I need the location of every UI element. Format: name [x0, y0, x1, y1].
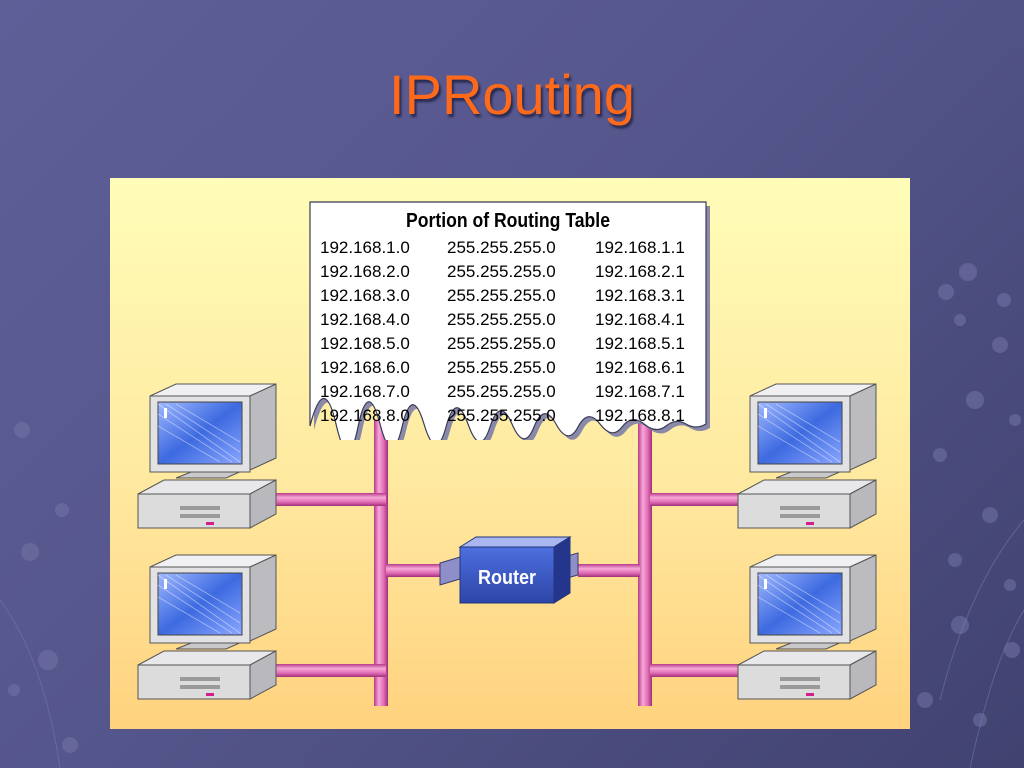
computer-bottom-left — [137, 554, 277, 700]
gateway-address: 192.168.7.1 — [595, 382, 685, 401]
computer-top-right — [737, 383, 877, 529]
routing-table-paper — [309, 201, 710, 440]
right-network-bus — [638, 420, 652, 706]
network-address: 192.168.3.0 — [320, 286, 410, 305]
cable-top-left — [268, 493, 386, 506]
cable-router-left — [386, 564, 442, 577]
router-label: Router — [477, 567, 536, 589]
subnet-mask: 255.255.255.0 — [447, 238, 556, 257]
network-address: 192.168.5.0 — [320, 334, 410, 353]
gateway-address: 192.168.4.1 — [595, 310, 685, 329]
gateway-address: 192.168.1.1 — [595, 238, 685, 257]
gateway-address: 192.168.8.1 — [595, 406, 685, 425]
network-address: 192.168.2.0 — [320, 262, 410, 281]
network-address: 192.168.8.0 — [320, 406, 410, 425]
computer-top-left — [137, 383, 277, 529]
router-icon — [439, 536, 579, 604]
left-network-bus — [374, 420, 388, 706]
subnet-mask: 255.255.255.0 — [447, 262, 556, 281]
subnet-mask: 255.255.255.0 — [447, 310, 556, 329]
network-address: 192.168.4.0 — [320, 310, 410, 329]
cable-router-right — [578, 564, 640, 577]
cable-bottom-left — [268, 664, 386, 677]
subnet-mask: 255.255.255.0 — [447, 286, 556, 305]
gateway-address: 192.168.3.1 — [595, 286, 685, 305]
routing-table: Portion of Routing Table 192.168.1.0 255.… — [308, 200, 713, 440]
network-address: 192.168.7.0 — [320, 382, 410, 401]
cable-bottom-right — [650, 664, 744, 677]
subnet-mask: 255.255.255.0 — [447, 382, 556, 401]
gateway-address: 192.168.6.1 — [595, 358, 685, 377]
routing-table-title: Portion of Routing Table — [405, 210, 610, 232]
slide-title: IPRouting — [389, 63, 635, 126]
cable-top-right — [650, 493, 744, 506]
subnet-mask: 255.255.255.0 — [447, 406, 556, 425]
gateway-address: 192.168.5.1 — [595, 334, 685, 353]
computer-bottom-right — [737, 554, 877, 700]
gateway-address: 192.168.2.1 — [595, 262, 685, 281]
network-address: 192.168.1.0 — [320, 238, 410, 257]
subnet-mask: 255.255.255.0 — [447, 334, 556, 353]
subnet-mask: 255.255.255.0 — [447, 358, 556, 377]
network-address: 192.168.6.0 — [320, 358, 410, 377]
